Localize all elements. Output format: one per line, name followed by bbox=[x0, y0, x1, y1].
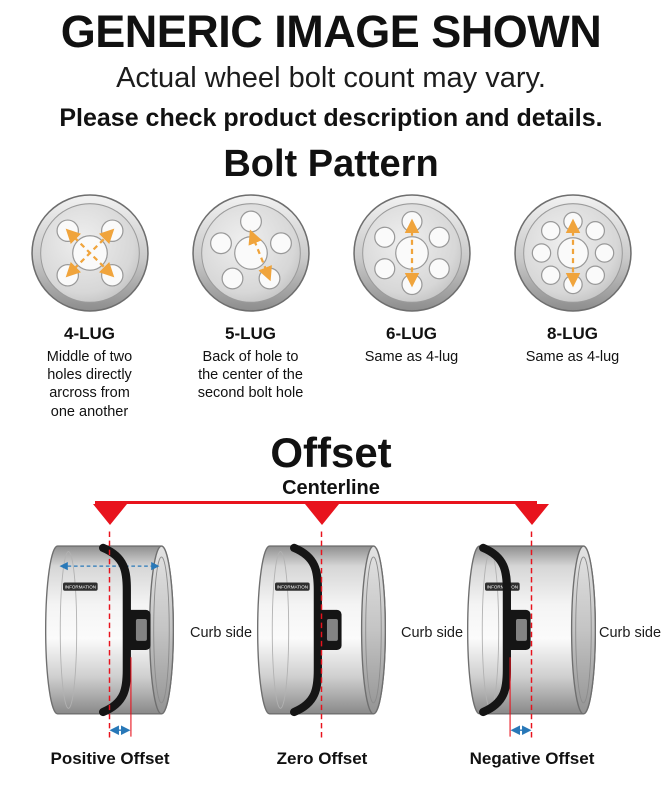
barrel-tag-bg bbox=[63, 582, 98, 591]
barrel-tag-bg bbox=[275, 582, 310, 591]
rim-back-inner bbox=[271, 551, 290, 710]
centerline-marker-icon bbox=[305, 504, 339, 526]
wheel-6lug-icon bbox=[352, 193, 471, 312]
bolt-item-8lug: 8-LUG Same as 4-lug bbox=[495, 192, 650, 422]
centerline-marker-icon bbox=[515, 504, 549, 526]
wheel-5lug-icon bbox=[191, 193, 310, 312]
centerline-label-wrap: Centerline bbox=[0, 477, 662, 500]
bolt-item-label: 6-LUG bbox=[386, 323, 437, 343]
bolt-item-description: Same as 4-lug bbox=[364, 348, 459, 365]
bolt-item-label: 5-LUG bbox=[225, 323, 276, 343]
page-note: Please check product description and det… bbox=[59, 103, 603, 132]
wheel-cross-section-positive: INFORMATION bbox=[45, 531, 175, 738]
lug-holes bbox=[209, 210, 292, 290]
centerline-marker-icon bbox=[93, 504, 127, 526]
bolt-pattern-heading: Bolt Pattern bbox=[223, 142, 439, 185]
barrel-tag-bg bbox=[485, 582, 520, 591]
offset-item-label: Zero Offset bbox=[276, 749, 368, 769]
page-title: GENERIC IMAGE SHOWN bbox=[60, 6, 602, 57]
wheel-cross-section-negative: INFORMATION bbox=[467, 531, 597, 738]
barrel-tag-text: INFORMATION bbox=[487, 585, 519, 590]
rim-front-inner bbox=[575, 556, 592, 704]
centerline-line bbox=[95, 501, 537, 505]
rim-back-inner bbox=[59, 551, 78, 710]
page-subtitle: Actual wheel bolt count may vary. bbox=[116, 61, 546, 94]
wheel-8lug-icon bbox=[513, 193, 632, 312]
bolt-pattern-row: 4-LUG Middle of two holes directly arcro… bbox=[0, 192, 662, 422]
rim-front-inner bbox=[153, 556, 170, 704]
measure-dashed-lines bbox=[65, 228, 114, 277]
offset-diagrams-row: INFORMATION INFORMATION IN bbox=[0, 529, 662, 743]
offset-item-label: Negative Offset bbox=[469, 749, 595, 769]
barrel-tag-text: INFORMATION bbox=[65, 585, 97, 590]
rim-front-lip bbox=[570, 545, 597, 715]
offset-labels-row: Positive Offset Zero Offset Negative Off… bbox=[0, 749, 662, 777]
curb-side-label: Curb side bbox=[599, 625, 662, 642]
offset-heading: Offset bbox=[270, 429, 392, 477]
hub-bore bbox=[233, 235, 268, 270]
wheel-4lug-icon bbox=[30, 193, 149, 312]
hub-bore-notch bbox=[135, 619, 147, 642]
bolt-item-description: Middle of two holes directly arcross fro… bbox=[46, 348, 133, 420]
rim-front-inner bbox=[365, 556, 382, 704]
measure-dashed-line bbox=[248, 229, 272, 281]
offset-item-label: Positive Offset bbox=[50, 749, 170, 769]
curb-side-label: Curb side bbox=[401, 625, 464, 642]
rim-front-lip bbox=[360, 545, 387, 715]
hub-bore-notch bbox=[326, 619, 338, 642]
lug-holes bbox=[373, 210, 450, 295]
centerline-band: Centerline bbox=[0, 477, 662, 529]
bolt-item-6lug: 6-LUG Same as 4-lug bbox=[334, 192, 489, 422]
wheel-cross-section-zero: INFORMATION bbox=[257, 531, 387, 738]
bolt-item-description: Back of hole to the center of the second… bbox=[197, 348, 304, 402]
bolt-item-label: 4-LUG bbox=[64, 323, 115, 343]
bolt-item-description: Same as 4-lug bbox=[525, 348, 620, 365]
bolt-item-5lug: 5-LUG Back of hole to the center of the … bbox=[173, 192, 328, 422]
barrel-tag-text: INFORMATION bbox=[277, 585, 309, 590]
hub-bore-notch bbox=[516, 619, 527, 642]
bolt-item-label: 8-LUG bbox=[547, 323, 598, 343]
curb-side-label: Curb side bbox=[190, 625, 253, 642]
rim-front-lip bbox=[148, 545, 175, 715]
centerline-label: Centerline bbox=[272, 477, 390, 500]
bolt-item-4lug: 4-LUG Middle of two holes directly arcro… bbox=[12, 192, 167, 422]
